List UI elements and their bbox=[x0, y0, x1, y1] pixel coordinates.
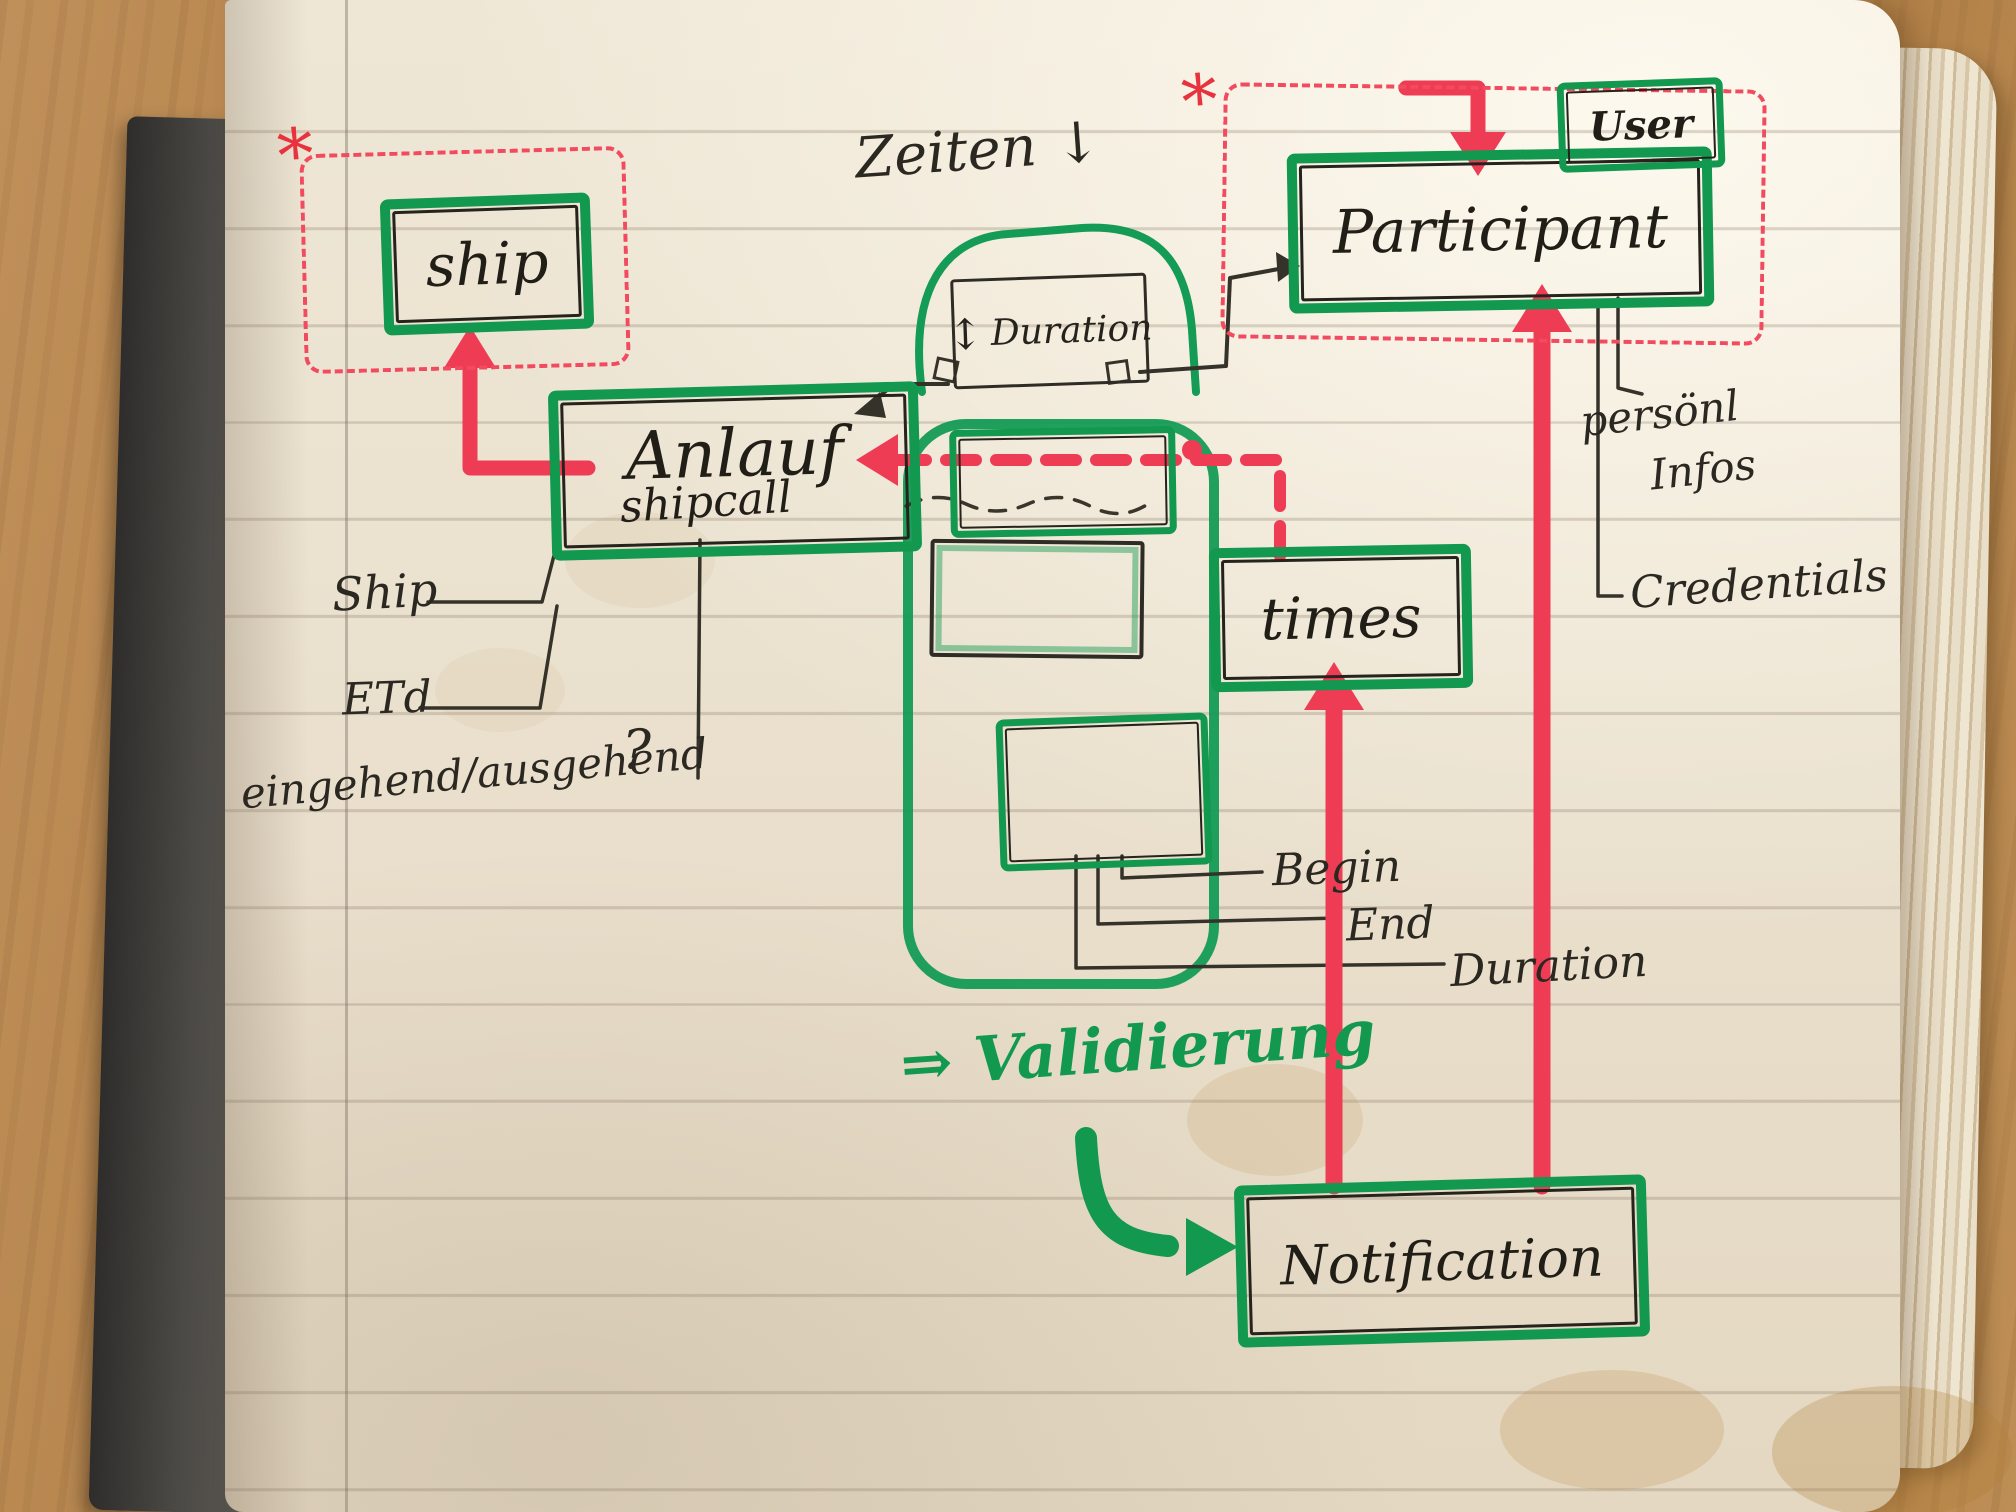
ship-attribute-label: Ship bbox=[330, 562, 439, 622]
green-arrow-to-notification bbox=[1075, 1127, 1238, 1276]
red-arrow-anlauf-to-ship bbox=[444, 326, 596, 476]
times-node: times bbox=[1208, 543, 1474, 693]
connector-personal-infos bbox=[1616, 296, 1644, 396]
connector-ship-attr bbox=[426, 538, 560, 604]
connector-duration bbox=[1074, 854, 1446, 970]
paper-stains bbox=[435, 512, 2012, 1512]
zeiten-overbrace bbox=[915, 223, 1200, 396]
user-node: User bbox=[1556, 77, 1726, 173]
connector-credentials bbox=[1596, 302, 1624, 598]
anlauf-node-sublabel: shipcall bbox=[618, 471, 794, 533]
resize-vertical-icon: ↕ bbox=[946, 308, 984, 360]
anlauf-node: Anlauf shipcall bbox=[547, 381, 923, 561]
etd-attribute-label: ETd bbox=[341, 671, 433, 726]
participant-node: Participant bbox=[1286, 146, 1715, 314]
duration-legend-box: ↕ Duration bbox=[946, 272, 1154, 390]
end-attribute-label: End bbox=[1345, 897, 1436, 952]
ship-node: ship bbox=[379, 192, 595, 336]
notification-node-label: Notification bbox=[1279, 1224, 1605, 1298]
participant-node-label: Participant bbox=[1332, 192, 1669, 268]
duration-legend-label: Duration bbox=[990, 306, 1154, 354]
anlauf-node-labels: Anlauf shipcall bbox=[558, 391, 912, 550]
red-arrow-notification-to-participant bbox=[1512, 284, 1572, 1195]
time-entry-box-2 bbox=[929, 538, 1145, 660]
asterisk-right: * bbox=[1178, 57, 1222, 145]
times-node-label: times bbox=[1259, 582, 1423, 654]
times-group-container bbox=[903, 419, 1219, 989]
attribute-connector-lines bbox=[418, 296, 1644, 970]
begin-attribute-label: Begin bbox=[1271, 840, 1402, 897]
personal-infos-label-line2: Infos bbox=[1647, 439, 1759, 500]
margin-line bbox=[345, 0, 348, 1512]
time-entry-box-1 bbox=[949, 426, 1177, 538]
question-mark-label: ? bbox=[622, 718, 651, 781]
duration-attribute-label: Duration bbox=[1448, 935, 1649, 998]
connector-inout-attr bbox=[696, 538, 702, 780]
duration-anchor-squares bbox=[932, 356, 1131, 385]
ship-node-label: ship bbox=[424, 227, 550, 301]
connector-etd-attr bbox=[418, 604, 559, 710]
time-entry-box-3 bbox=[995, 712, 1213, 872]
user-node-label: User bbox=[1588, 99, 1694, 151]
notification-node: Notification bbox=[1233, 1174, 1651, 1348]
connector-end bbox=[1096, 854, 1340, 926]
